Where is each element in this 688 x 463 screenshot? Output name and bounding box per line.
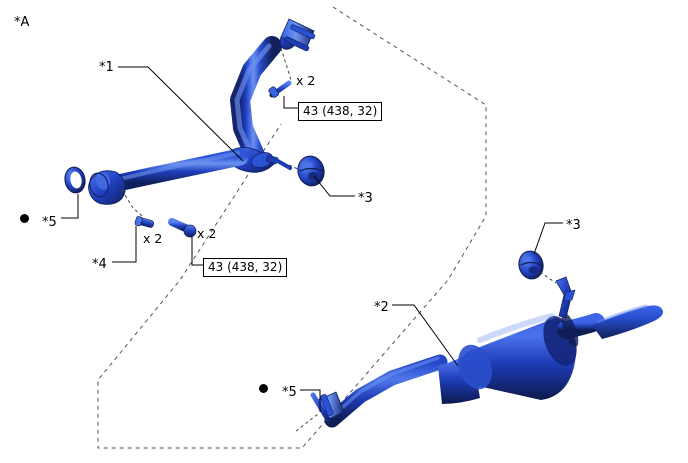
quantity-label-short-bolts: x 2 <box>143 231 163 246</box>
leader-line-5-left <box>61 194 79 219</box>
exhaust-pipe-gasket-rear <box>310 392 333 426</box>
callout-label-1: *1 <box>99 60 114 75</box>
callout-label-5-bottom: *5 <box>282 385 297 400</box>
callout-label-3-upper: *3 <box>358 191 373 206</box>
leader-lines <box>61 66 563 412</box>
section-mark-a: *A <box>14 15 30 30</box>
hanger-connector-dashes-upper <box>288 164 301 171</box>
bolt-dashed-connector <box>121 189 143 217</box>
torque-spec-box-lower: 43 (438, 32) <box>203 258 288 277</box>
bullet-dot-gasket-rear <box>259 384 268 393</box>
leader-line-2 <box>392 304 459 367</box>
leader-line-5-bottom <box>300 389 321 412</box>
torque-spec-box-upper: 43 (438, 32) <box>298 102 383 121</box>
front-pipe-inlet-flange-cup <box>88 170 126 205</box>
quantity-label-upper-bolts: x 2 <box>296 73 316 88</box>
leader-line-1 <box>118 66 244 162</box>
exhaust-support-ring-upper <box>297 155 325 187</box>
leader-line-3-upper <box>313 175 355 197</box>
leader-line-4 <box>112 226 137 263</box>
bullet-dot-gasket-front <box>20 214 29 223</box>
front-pipe-upper-flange <box>280 18 316 52</box>
tailpipe <box>592 304 663 339</box>
flange-bolt-upper <box>268 80 292 98</box>
exhaust-pipe-bolt-long <box>168 218 197 238</box>
front-exhaust-pipe-assembly <box>64 18 316 205</box>
callout-label-5-left: *5 <box>42 215 57 230</box>
exhaust-pipe-gasket-front <box>64 166 86 194</box>
exhaust-support-ring-lower <box>518 250 544 280</box>
leader-line-3-lower <box>533 222 563 255</box>
flange-bolt-dashed-connector <box>280 47 292 81</box>
muffler-hanger-bracket <box>555 276 576 319</box>
leader-line-torque-1 <box>283 96 298 109</box>
dashed-group-boundary <box>97 6 487 449</box>
callout-label-4: *4 <box>92 257 107 272</box>
leader-line-torque-2 <box>191 236 203 266</box>
exhaust-pipe-bolt-short <box>134 216 155 228</box>
quantity-label-long-bolts: x 2 <box>197 226 217 241</box>
callout-label-2: *2 <box>374 300 389 315</box>
callout-label-3-lower: *3 <box>566 218 581 233</box>
muffler-and-tailpipe-assembly <box>295 276 663 432</box>
